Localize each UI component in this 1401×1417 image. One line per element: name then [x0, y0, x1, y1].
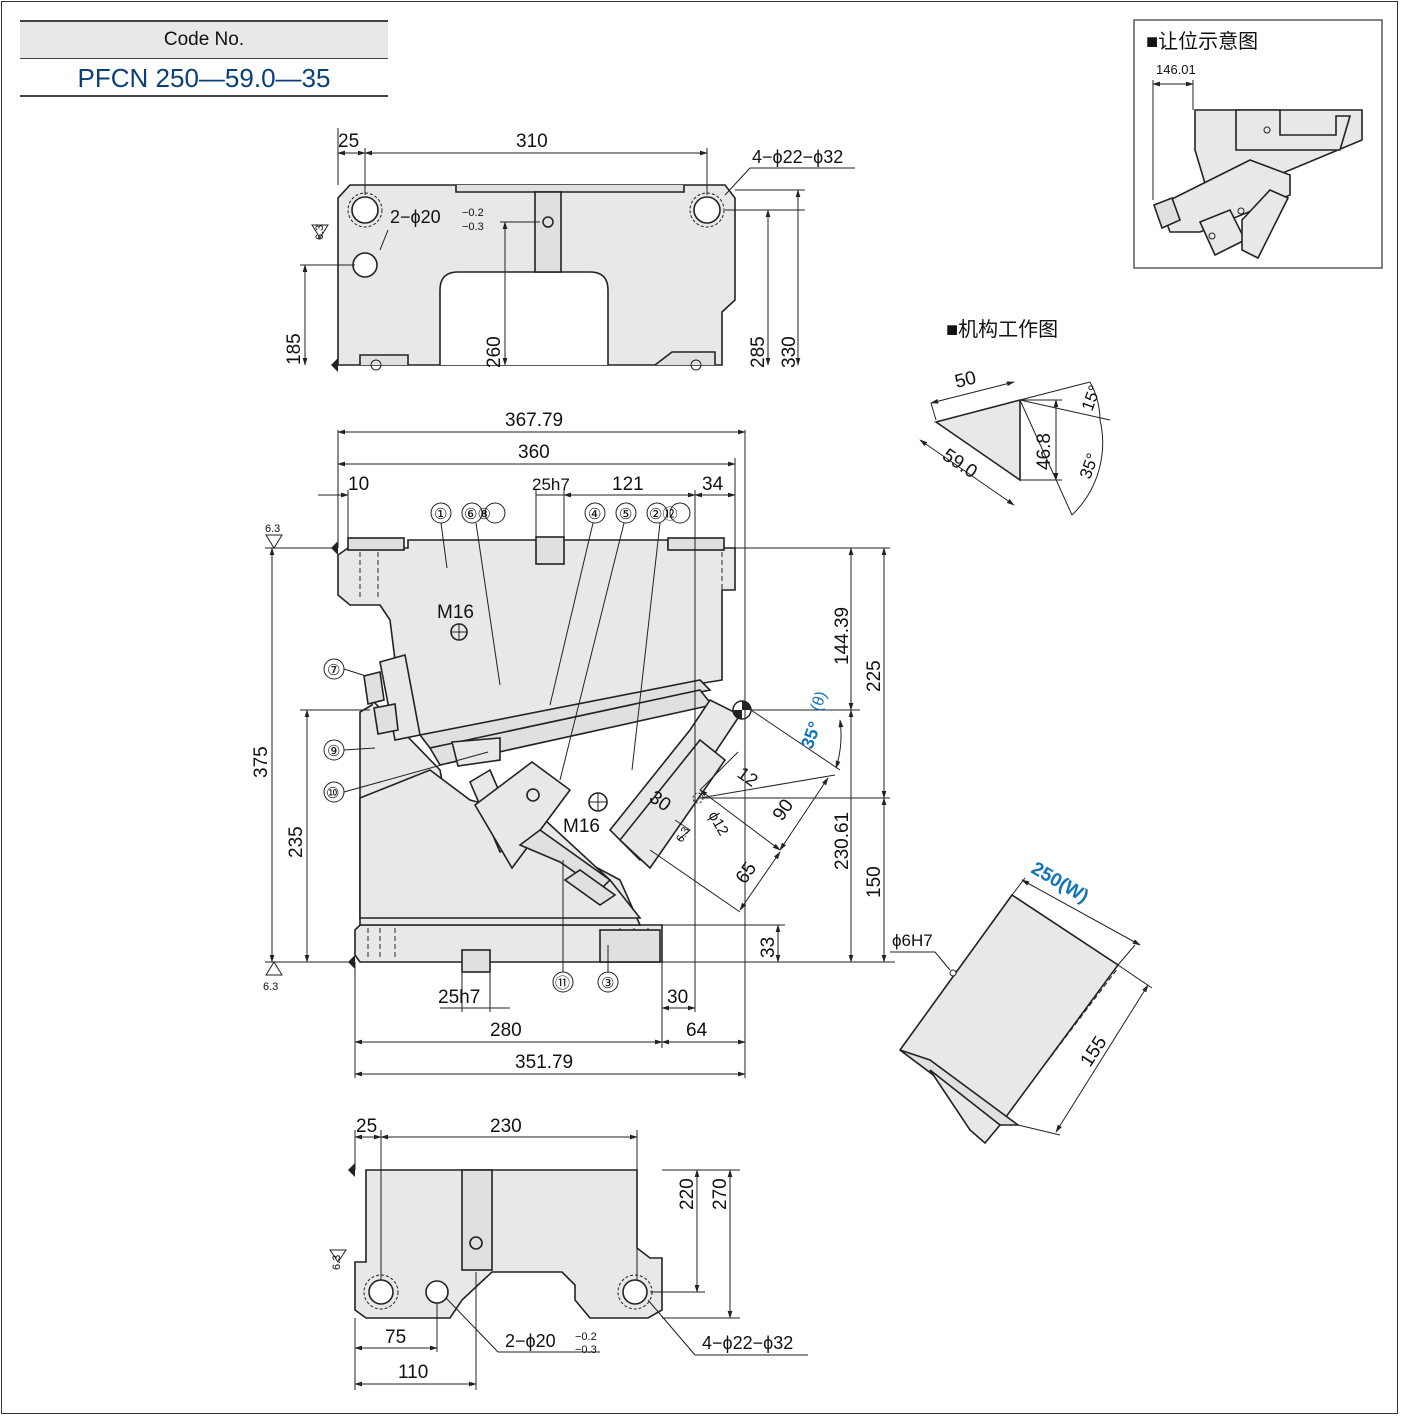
- top-d260: 260: [484, 336, 505, 368]
- top-d285: 285: [748, 336, 769, 368]
- bottom-hole-a: 4−ϕ22−ϕ32: [702, 1333, 793, 1353]
- front-angle: 35°: [797, 719, 825, 751]
- front-d90: 90: [769, 796, 798, 825]
- front-d230: 230.61: [832, 812, 853, 870]
- iso-width: 250(W): [1028, 858, 1092, 907]
- mech-ang1: 15°: [1078, 383, 1105, 414]
- top-tol-dn: −0.3: [462, 221, 484, 233]
- front-d280: 280: [490, 1020, 522, 1041]
- clearance-dim: 146.01: [1156, 62, 1196, 77]
- mech-ang2: 35°: [1076, 451, 1103, 482]
- part-1: ①: [434, 506, 447, 523]
- bottom-d270: 270: [710, 1178, 731, 1210]
- code-value: PFCN 250—59.0—35: [20, 59, 388, 97]
- front-d351: 351.79: [515, 1052, 573, 1073]
- thread-label-1: M16: [437, 602, 474, 623]
- front-d150: 150: [864, 866, 885, 898]
- front-d12: 12: [734, 763, 762, 791]
- front-rough-bot: 6.3: [263, 981, 278, 993]
- front-d367: 367.79: [505, 410, 563, 431]
- clearance-title: ■让位示意图: [1146, 30, 1258, 53]
- top-hole-a: 4−ϕ22−ϕ32: [752, 147, 843, 167]
- front-view: 367.79 360 10 25h7 121 34 375 235 6.3 6.…: [251, 410, 895, 1078]
- bottom-hole-b: 2−ϕ20: [505, 1331, 556, 1351]
- front-d25h7b: 25h7: [438, 987, 480, 1008]
- front-d34: 34: [702, 474, 724, 495]
- iso-depth: 155: [1077, 1033, 1112, 1071]
- mech-dim-top: 50: [953, 367, 979, 392]
- top-d310: 310: [516, 131, 548, 152]
- part-5: ⑤: [619, 506, 632, 523]
- top-tol-up: −0.2: [462, 207, 484, 219]
- part-7: ⑦: [327, 662, 340, 679]
- part-4: ④: [588, 506, 601, 523]
- front-d144: 144.39: [832, 607, 853, 665]
- mech-dim-side: 46.8: [1034, 433, 1055, 470]
- top-d25: 25: [338, 131, 359, 152]
- front-d33: 33: [758, 937, 779, 958]
- bottom-d75: 75: [385, 1327, 406, 1348]
- top-rough: 6.3: [314, 225, 326, 240]
- part-2-12: ②⑫: [649, 506, 677, 523]
- clearance-diagram: ■让位示意图 146.01: [1133, 19, 1383, 269]
- front-d25h7: 25h7: [532, 475, 570, 494]
- front-d30: 30: [667, 987, 688, 1008]
- top-hole-b: 2−ϕ20: [390, 207, 441, 227]
- part-11: ⑪: [555, 975, 570, 992]
- iso-view: 250(W) 155 ϕ6H7: [890, 858, 1153, 1145]
- bottom-d25: 25: [356, 1116, 377, 1137]
- top-d330: 330: [779, 336, 800, 368]
- front-d65: 65: [732, 859, 761, 888]
- bottom-tol-dn: −0.3: [575, 1344, 597, 1356]
- part-3: ③: [601, 975, 614, 992]
- bottom-view: 25 230 220 270 75 110 2−ϕ20 −0.2 −0.3 4−…: [329, 1116, 808, 1390]
- part-6-8: ⑥⑧: [464, 506, 491, 523]
- mechanism-diagram: ■机构工作图 50 59.0 46.8 15° 35°: [919, 318, 1111, 516]
- iso-pin: ϕ6H7: [892, 931, 933, 950]
- front-d64: 64: [686, 1020, 708, 1041]
- front-rough-top: 6.3: [265, 523, 280, 535]
- thread-label-2: M16: [563, 816, 600, 837]
- bottom-rough: 6.3: [331, 1255, 343, 1270]
- part-balloons: ① ⑥⑧ ④ ⑤ ②⑫ ⑦ ⑨ ⑩ ⑪: [323, 502, 691, 993]
- part-10: ⑩: [326, 785, 339, 802]
- top-d185: 185: [284, 333, 305, 365]
- part-9: ⑨: [327, 743, 340, 760]
- bottom-tol-up: −0.2: [575, 1331, 597, 1343]
- bottom-d110: 110: [398, 1362, 428, 1383]
- front-d121: 121: [612, 474, 644, 495]
- front-d10: 10: [348, 474, 369, 495]
- front-d360: 360: [518, 442, 550, 463]
- front-d375: 375: [251, 746, 272, 778]
- bottom-d230: 230: [490, 1116, 522, 1137]
- code-table: Code No. PFCN 250—59.0—35: [20, 20, 388, 97]
- front-theta: (θ): [808, 689, 831, 713]
- code-label: Code No.: [20, 20, 388, 59]
- bottom-d220: 220: [677, 1178, 698, 1210]
- top-view: 25 310 4−ϕ22−ϕ32 2−ϕ20 −0.2 −0.3 185 260…: [284, 128, 855, 372]
- mechanism-title: ■机构工作图: [946, 318, 1058, 341]
- front-d235: 235: [286, 826, 307, 858]
- front-d225: 225: [864, 660, 885, 692]
- front-phi12: ϕ12: [705, 809, 732, 839]
